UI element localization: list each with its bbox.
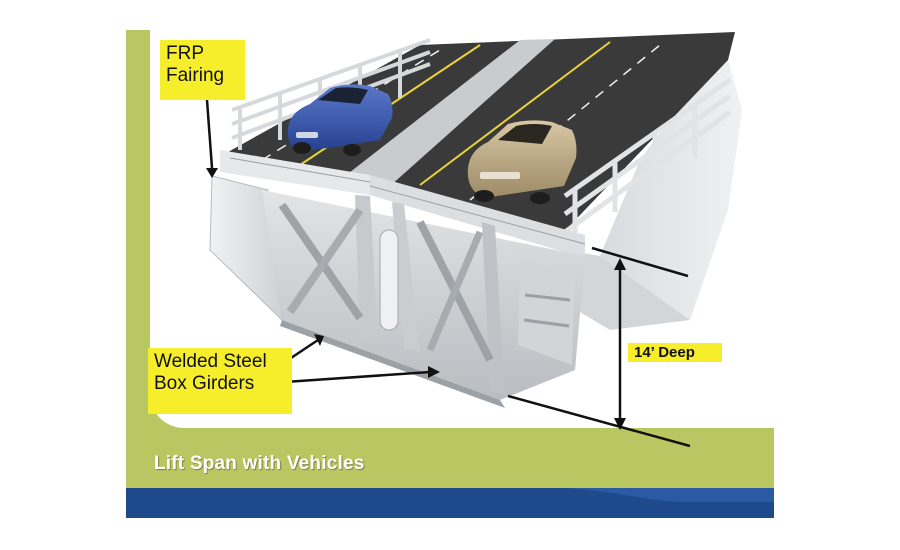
frp-fairing-label: FRP Fairing xyxy=(160,40,245,100)
frp-label-line2: Fairing xyxy=(166,65,239,87)
box-girders-label: Welded Steel Box Girders xyxy=(148,348,292,414)
girders-label-line1: Welded Steel xyxy=(154,351,286,373)
depth-label: 14’ Deep xyxy=(628,343,722,362)
frp-label-line1: FRP xyxy=(166,43,239,65)
girders-label-line2: Box Girders xyxy=(154,373,286,395)
